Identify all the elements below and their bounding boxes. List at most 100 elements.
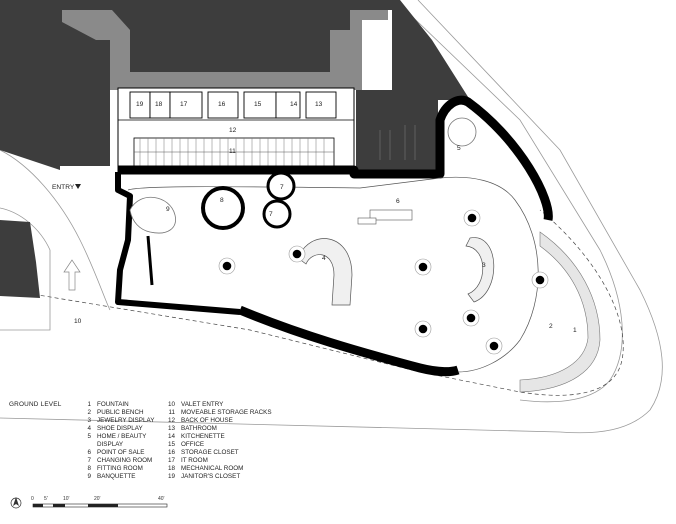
legend-item: 2 PUBLIC BENCH [82,409,154,417]
legend-item-text: FITTING ROOM [97,465,143,473]
label-11: 11 [229,148,236,155]
legend-item-number: 19 [167,473,175,481]
legend-item-number: 18 [167,465,175,473]
glass-facade [519,231,601,393]
label-4: 4 [322,255,326,262]
jewelry-display [465,237,495,303]
label-13: 13 [315,101,323,108]
label-5: 5 [457,145,461,152]
legend-item-text: STORAGE CLOSET [181,449,239,457]
legend-item: 12 BACK OF HOUSE [166,417,272,425]
property-line [19,209,624,396]
legend-item: 19 JANITOR'S CLOSET [166,473,272,481]
legend-item-text: IT ROOM [181,457,208,465]
scale-label: 10' [63,496,70,502]
legend-item: 6 POINT OF SALE [82,449,154,457]
legend-item-number: 5 [87,433,91,441]
legend-item-continuation: DISPLAY [97,441,124,449]
scale-label: 40' [158,496,165,502]
legend-item-number: 16 [167,449,175,457]
label-19: 19 [136,101,144,108]
legend-item: 16 STORAGE CLOSET [166,449,272,457]
legend-item-text: JEWELRY DISPLAY [97,417,155,425]
legend-item-number: 10 [167,401,175,408]
legend-item-number: 8 [87,465,91,473]
label-18: 18 [155,101,163,108]
legend-item-number: 17 [167,457,175,465]
legend-item-text: BANQUETTE [97,473,136,481]
pedestal-dot [466,313,476,323]
label-17: 17 [180,101,188,108]
legend-item-text: PUBLIC BENCH [97,409,144,417]
label-12: 12 [229,127,237,134]
legend-item: 17 IT ROOM [166,457,272,465]
label-7a: 7 [280,184,284,191]
round-pedestals [218,209,549,355]
label-15: 15 [254,101,262,108]
back-of-house [117,87,355,173]
entry-label: ENTRY [52,184,75,191]
existing-corridor [62,10,388,90]
legend-item-number: 7 [87,457,91,465]
legend-item-number: 3 [87,417,91,425]
legend-item-number: 13 [167,425,175,433]
legend-item: 7 CHANGING ROOM [82,457,154,465]
legend-item: 13 BATHROOM [166,425,272,433]
legend-item-text: MECHANICAL ROOM [181,465,244,473]
legend-item-text: BATHROOM [181,425,217,433]
label-14: 14 [290,101,298,108]
shop-floor-outline [127,176,539,373]
legend-item-text: JANITOR'S CLOSET [181,473,241,481]
scale-label: 20' [94,496,101,502]
fitting-rooms [201,171,296,230]
legend-item-text: BACK OF HOUSE [181,417,233,425]
pedestal-dot [418,262,428,272]
legend-item-text: MOVEABLE STORAGE RACKS [181,409,272,417]
back-shelving [379,125,416,160]
point-of-sale [357,209,413,225]
legend-item-number: 6 [87,449,91,457]
legend-item: 11 MOVEABLE STORAGE RACKS [166,409,272,417]
pedestal-dot [418,324,428,334]
pedestal-dot [292,249,302,259]
label-10: 10 [74,318,82,325]
legend-item-text: POINT OF SALE [97,449,145,457]
legend-item-text: FOUNTAIN [97,401,129,408]
legend-title: GROUND LEVEL [9,401,62,408]
legend-item-number: 1 [87,401,91,408]
legend-item-number: 12 [167,417,175,425]
label-9: 9 [166,206,170,213]
pedestal-dot [535,275,545,285]
label-3: 3 [482,262,486,269]
legend-item-text: CHANGING ROOM [97,457,153,465]
scale-label: 0 [31,496,34,502]
label-2: 2 [549,323,553,330]
legend-item-number: 15 [167,441,175,449]
street-lines [0,0,663,434]
label-16: 16 [218,101,226,108]
legend-item: 9 BANQUETTE [82,473,154,481]
label-6: 6 [396,198,400,205]
legend-item-number: 9 [87,473,91,481]
north-arrow-icon [10,497,22,509]
legend-item-number: 2 [87,409,91,417]
legend-item-text: KITCHENETTE [181,433,225,441]
label-8: 8 [220,197,224,204]
legend-item: 1 FOUNTAIN [82,401,154,409]
pedestal-dot [489,341,499,351]
entry-arrow [63,259,81,291]
plan-labels: 1 2 3 4 5 6 7 7 8 9 10 11 12 13 14 15 16… [52,101,577,334]
legend-item-text: SHOE DISPLAY [97,425,143,433]
shop-walls [115,95,553,377]
legend-item: 3 JEWELRY DISPLAY [82,417,154,425]
legend-item-number: 11 [168,409,175,417]
pedestal-dot [222,261,232,271]
